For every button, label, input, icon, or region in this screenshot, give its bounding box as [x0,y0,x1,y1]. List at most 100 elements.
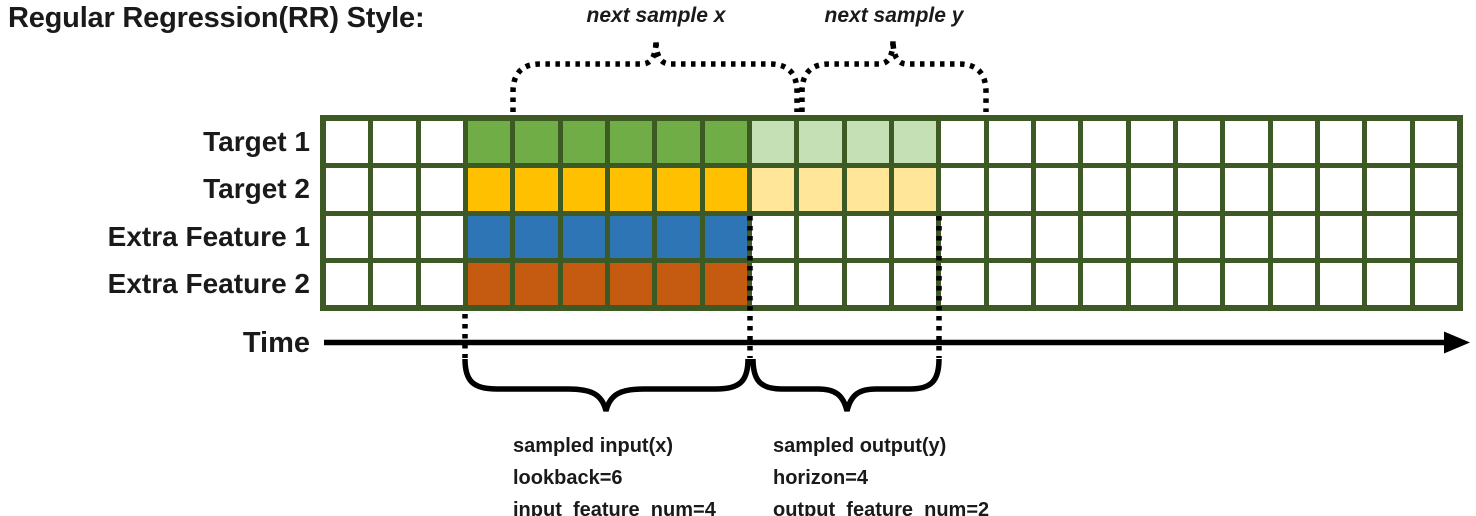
input-feature-num-value: input_feature_num=4 [513,499,716,516]
grid-cell [893,121,937,164]
grid-cell [467,121,511,164]
grid-cell [562,168,605,211]
grid-cell [515,168,558,211]
grid-cell [1083,121,1126,164]
grid-cell [515,121,558,164]
grid-cell [467,168,511,211]
time-axis-arrowhead [1444,331,1470,354]
grid-cell [988,262,1031,305]
grid-cell [1319,262,1363,305]
sampled-output-title: sampled output(y) [773,435,947,457]
grid-cell [893,168,937,211]
grid-cell [609,121,653,164]
grid-cell [467,262,511,305]
grid-cell [609,215,653,258]
grid-cell [420,168,463,211]
grid-cell [326,262,369,305]
grid-cell [609,262,653,305]
sampled-input-annotation: sampled input(x) lookback=6 input_featur… [513,430,716,516]
grid-cell [799,121,842,164]
grid-cell [1035,168,1079,211]
grid-cell [1367,121,1410,164]
grid-cell [1035,262,1079,305]
sampled-input-brace [462,358,751,412]
grid-cell [1272,215,1315,258]
grid-cell [799,215,842,258]
grid-cell [373,168,416,211]
grid-cell [704,262,747,305]
grid-cell [1225,168,1268,211]
grid-cell [1177,262,1221,305]
horizon-value: horizon=4 [773,467,869,489]
grid-cell [467,215,511,258]
grid-cell [326,121,369,164]
lookback-value: lookback=6 [513,467,623,489]
grid-cell [846,215,889,258]
grid-cell [1130,121,1173,164]
sampled-output-brace [750,358,942,412]
sample-grid [320,115,1463,311]
grid-cell [751,168,795,211]
grid-cell [562,121,605,164]
grid-cell [988,215,1031,258]
grid-cell [799,168,842,211]
next-sample-y-brace [799,39,989,112]
grid-cell [562,215,605,258]
figure-title: Regular Regression(RR) Style: [8,2,425,34]
next-sample-y-label: next sample y [824,4,964,27]
grid-cell [1130,215,1173,258]
grid-cell [420,215,463,258]
grid-cell [751,121,795,164]
grid-cell [1414,168,1457,211]
grid-cell [1130,168,1173,211]
grid-cell [657,121,700,164]
grid-cell [1367,262,1410,305]
next-sample-x-brace [510,39,800,112]
grid-cell [704,215,747,258]
grid-cell [373,121,416,164]
grid-cell [988,168,1031,211]
time-axis-label: Time [242,327,310,359]
grid-cell [1225,121,1268,164]
grid-cell [1367,168,1410,211]
grid-cell [1177,215,1221,258]
grid-cell [893,262,937,305]
grid-cell [1083,262,1126,305]
grid-cell [326,215,369,258]
grid-cell [1319,168,1363,211]
grid-cell [373,262,416,305]
grid-cell [846,121,889,164]
grid-cell [751,215,795,258]
row-label-extra-feature-1: Extra Feature 1 [107,221,310,252]
grid-cell [1130,262,1173,305]
grid-cell [941,262,984,305]
grid-cell [1225,215,1268,258]
grid-cell [326,168,369,211]
grid-cell [1035,215,1079,258]
grid-cell [420,262,463,305]
grid-cell [515,262,558,305]
grid-cell [893,215,937,258]
grid-cell [751,262,795,305]
grid-cell [704,121,747,164]
next-sample-x-label: next sample x [586,4,726,27]
sampled-output-annotation: sampled output(y) horizon=4 output_featu… [773,430,989,516]
grid-cell [1414,215,1457,258]
grid-cell [846,168,889,211]
grid-cell [1367,215,1410,258]
row-label-target-1: Target 1 [203,126,310,157]
grid-cell [704,168,747,211]
grid-cell [988,121,1031,164]
grid-cell [373,215,416,258]
grid-cell [846,262,889,305]
sampled-input-title: sampled input(x) [513,435,674,457]
grid-cell [941,215,984,258]
grid-cell [657,262,700,305]
grid-cell [1319,215,1363,258]
grid-cell [1225,262,1268,305]
grid-cell [1083,168,1126,211]
grid-cell [941,121,984,164]
grid-cell [1414,262,1457,305]
grid-cell [1083,215,1126,258]
grid-cell [1177,121,1221,164]
